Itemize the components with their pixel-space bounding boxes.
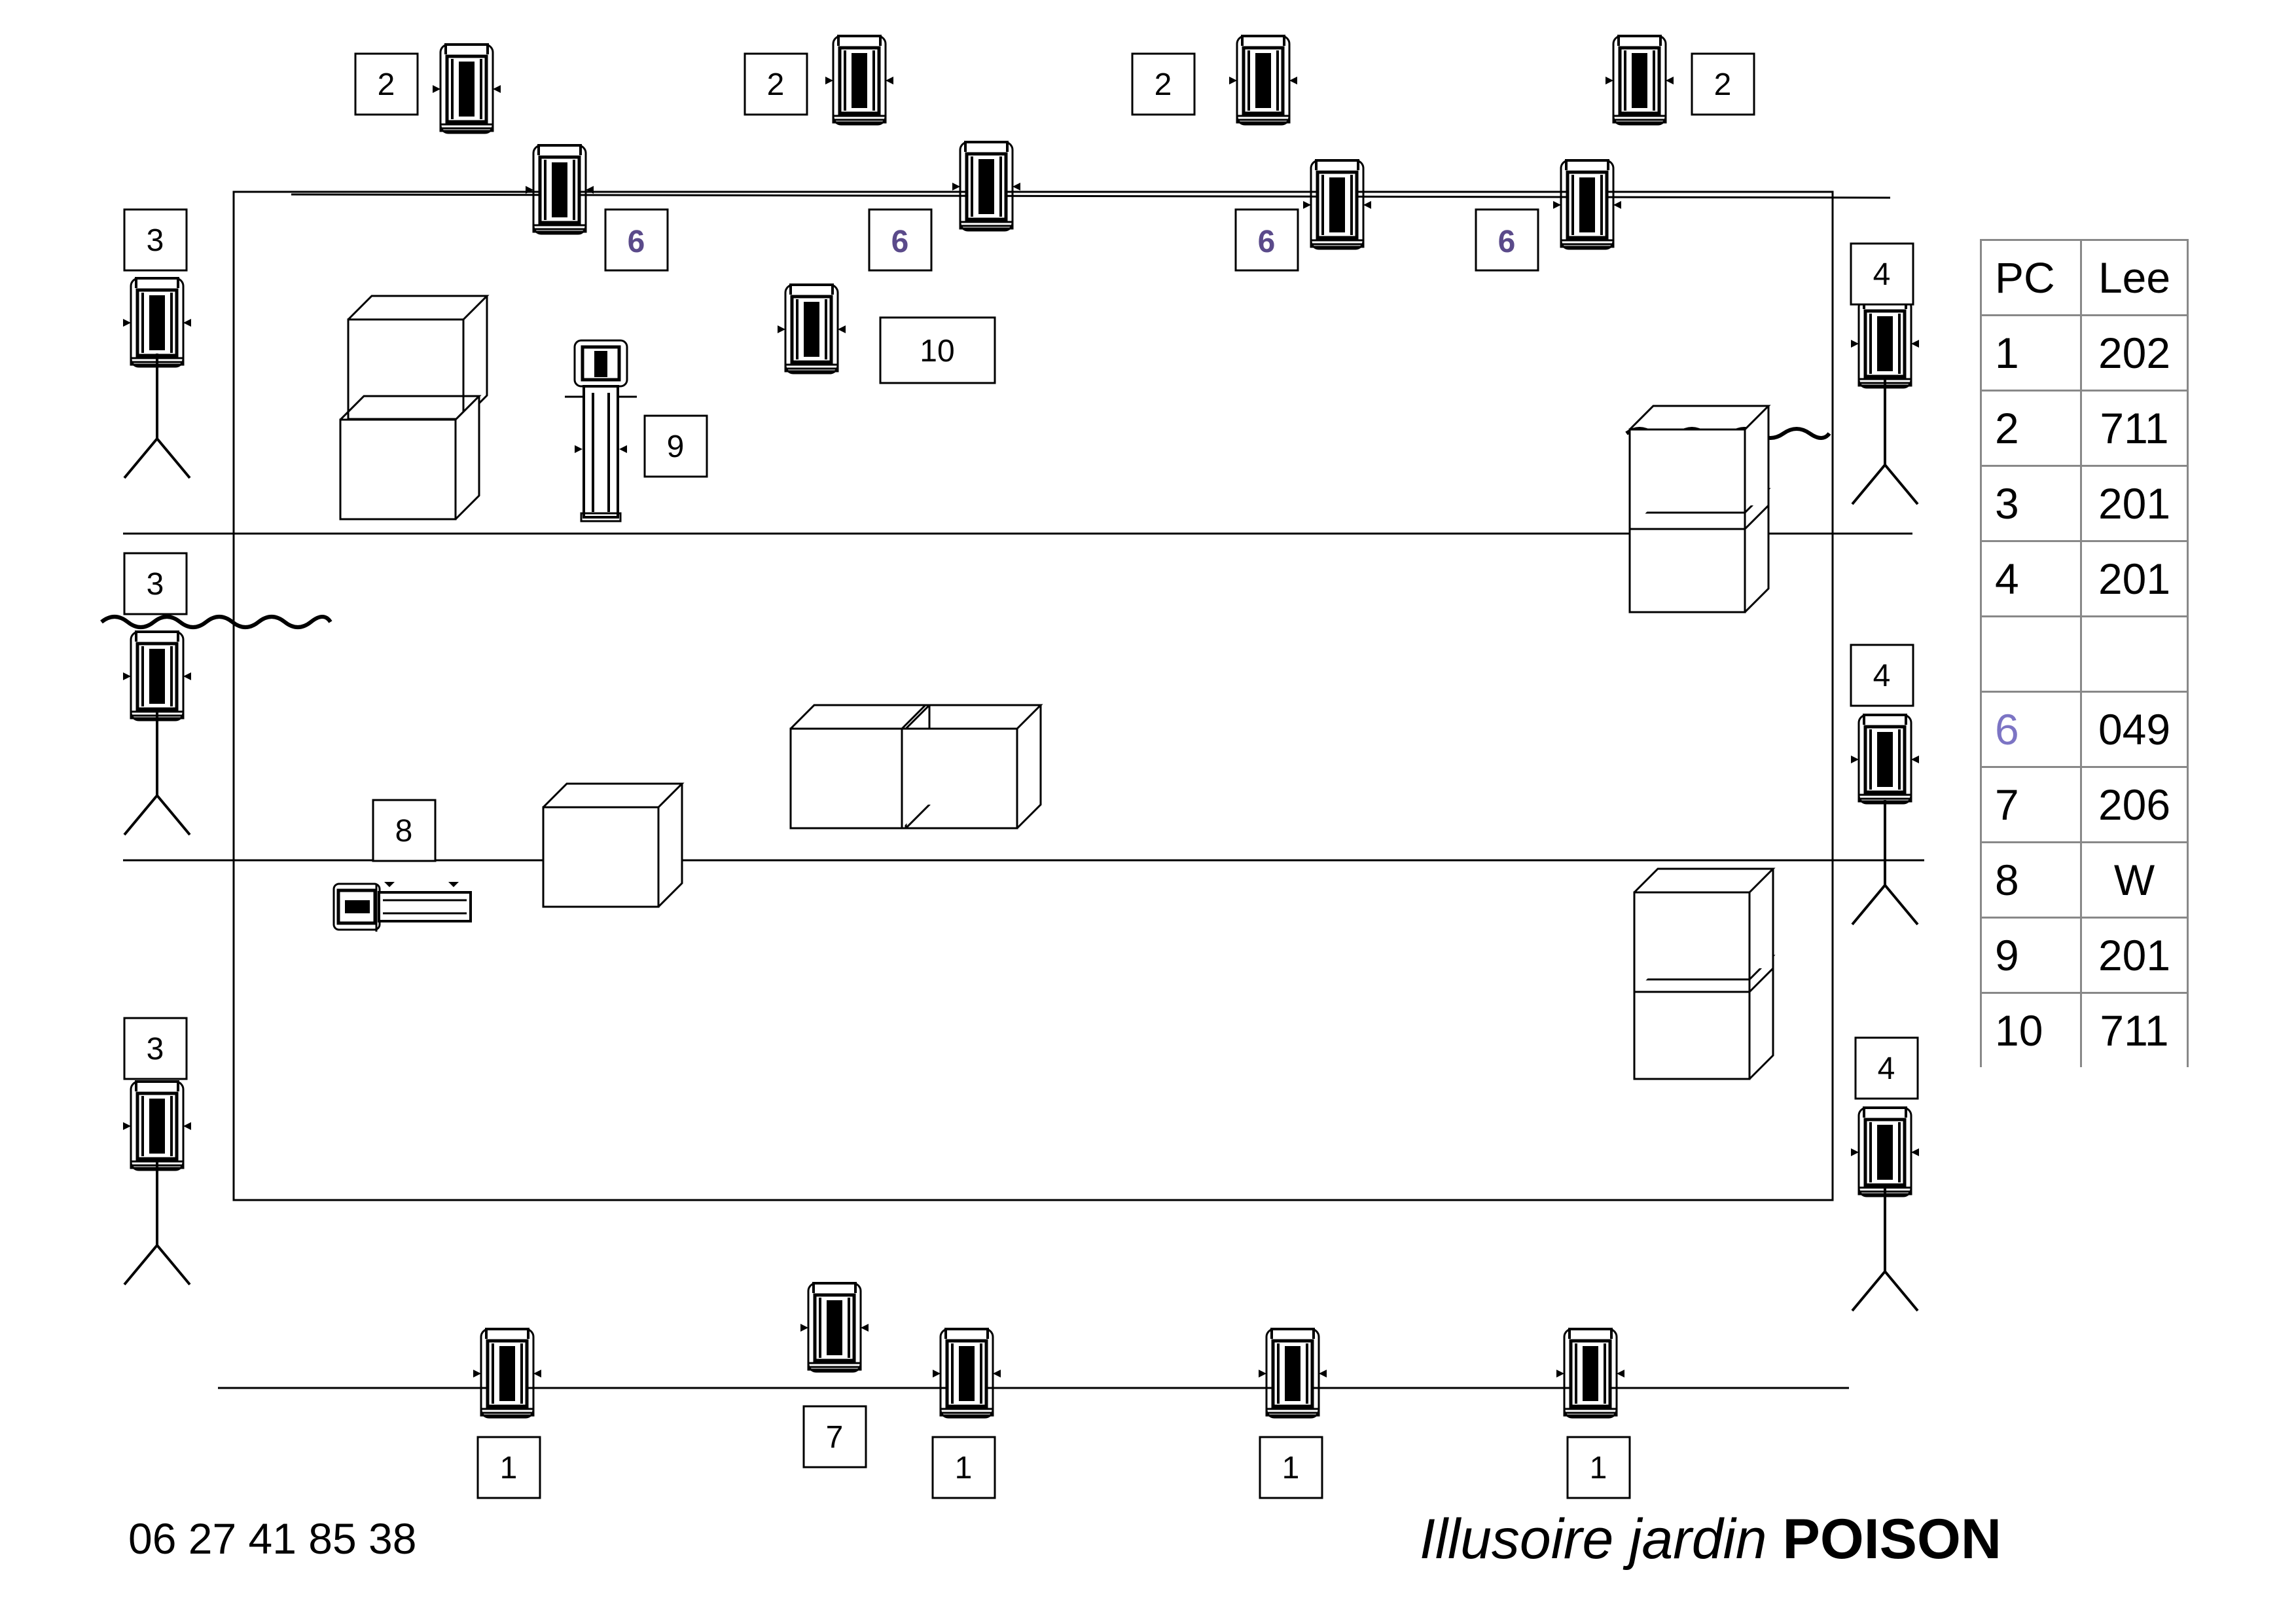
legend-pc: 10 (1980, 992, 2082, 1067)
projector-on-stand-icon (1851, 1108, 1919, 1196)
legend-pc: 9 (1980, 917, 2082, 994)
stand-icon (123, 352, 191, 479)
projector-icon (526, 145, 594, 234)
legend-pc: 3 (1980, 465, 2082, 542)
projector-icon (800, 1283, 869, 1372)
projector-icon (1229, 36, 1297, 124)
channel-label: 6 (1498, 225, 1516, 259)
projector-icon (1303, 160, 1371, 249)
profile-spot-icon (332, 882, 472, 932)
projector-icon (1553, 160, 1621, 249)
legend-header: PC Lee (1980, 239, 2189, 316)
legend-header-lee: Lee (2080, 239, 2189, 316)
channel-label: 2 (767, 67, 785, 102)
set-box (1633, 955, 1774, 1080)
legend-pc: 6 (1980, 691, 2082, 768)
channel-label: 10 (920, 334, 954, 369)
legend-pc: 2 (1980, 390, 2082, 467)
legend-lee: 711 (2080, 390, 2189, 467)
projector-icon (825, 36, 893, 124)
wavy-line-left (100, 615, 332, 629)
channel-label: 6 (1258, 225, 1276, 259)
batten-upstage (291, 193, 1891, 199)
stand-icon (1851, 1185, 1919, 1312)
legend-pc: 1 (1980, 314, 2082, 392)
set-box (1633, 867, 1774, 993)
projector-icon (1605, 36, 1674, 124)
vertical-profile-icon (565, 339, 637, 522)
channel-label: 1 (1590, 1451, 1607, 1486)
set-box (347, 295, 488, 420)
stand-icon (1851, 799, 1919, 926)
legend-pc (1980, 615, 2082, 693)
stand-icon (123, 1159, 191, 1286)
projector-icon (1259, 1329, 1327, 1417)
projector-icon (1556, 1329, 1624, 1417)
legend-lee: 049 (2080, 691, 2189, 768)
projector-icon (933, 1329, 1001, 1417)
legend-lee: 206 (2080, 766, 2189, 843)
legend-lee (2080, 615, 2189, 693)
legend-lee: 201 (2080, 917, 2189, 994)
channel-label: 2 (1155, 67, 1172, 102)
projector-icon (473, 1329, 541, 1417)
channel-label: 2 (1714, 67, 1732, 102)
stage-outline (232, 191, 1834, 1201)
projector-on-stand-icon (1851, 299, 1919, 388)
show-title: Illusoire jardin POISON (1420, 1507, 2001, 1572)
channel-label: 1 (1282, 1451, 1300, 1486)
channel-label: 2 (378, 67, 395, 102)
legend-lee: 202 (2080, 314, 2189, 392)
projector-on-stand-icon (123, 1082, 191, 1170)
channel-label: 4 (1873, 659, 1891, 693)
channel-label: 7 (826, 1420, 844, 1455)
legend-pc: 4 (1980, 540, 2082, 617)
set-box (339, 395, 480, 520)
channel-label: 3 (147, 567, 164, 602)
projector-icon (433, 45, 501, 133)
legend-lee: 201 (2080, 465, 2189, 542)
projector-on-stand-icon (123, 278, 191, 367)
phone-number: 06 27 41 85 38 (128, 1514, 417, 1563)
channel-label: 4 (1873, 257, 1891, 292)
legend-pc: 8 (1980, 841, 2082, 919)
channel-label: 1 (500, 1451, 518, 1486)
channel-label: 3 (147, 223, 164, 258)
show-title-bold: POISON (1782, 1508, 2001, 1571)
channel-label: 8 (395, 814, 413, 848)
set-box (542, 782, 683, 908)
channel-label: 9 (667, 429, 685, 464)
projector-icon (778, 285, 846, 373)
stand-icon (1851, 378, 1919, 505)
projector-on-stand-icon (1851, 715, 1919, 803)
legend-pc: 7 (1980, 766, 2082, 843)
projector-on-stand-icon (123, 632, 191, 720)
channel-label: 1 (955, 1451, 973, 1486)
legend-lee: 201 (2080, 540, 2189, 617)
channel-label: 3 (147, 1032, 164, 1067)
projector-icon (952, 142, 1020, 230)
legend-row (1980, 615, 2189, 693)
legend-header-pc: PC (1980, 239, 2082, 316)
channel-label: 4 (1878, 1051, 1895, 1086)
legend-lee: 711 (2080, 992, 2189, 1067)
stand-icon (123, 709, 191, 836)
show-title-italic: Illusoire jardin (1420, 1508, 1767, 1571)
channel-label: 6 (891, 225, 909, 259)
channel-label: 6 (628, 225, 645, 259)
legend-lee: W (2080, 841, 2189, 919)
